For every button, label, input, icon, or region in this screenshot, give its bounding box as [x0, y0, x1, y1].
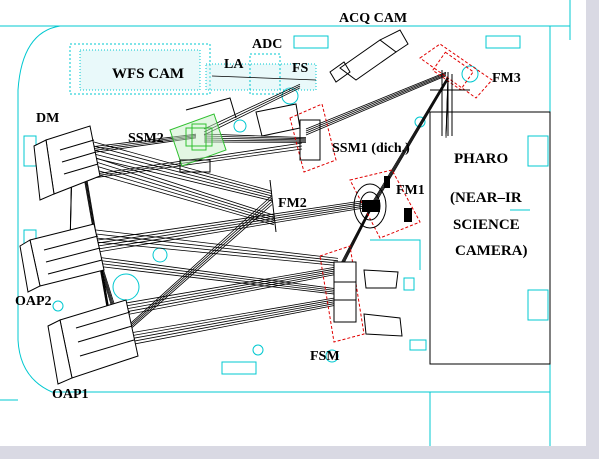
- beam-line: [93, 141, 273, 192]
- beam-line: [99, 263, 341, 294]
- beam-line: [119, 267, 341, 308]
- adc-label: ADC: [252, 37, 282, 52]
- beam-line: [93, 153, 273, 199]
- fsm-mount: [363, 269, 403, 337]
- beam-line: [203, 83, 301, 130]
- beam-line: [95, 157, 275, 216]
- fm3-label: FM3: [492, 71, 521, 86]
- beam-line: [305, 74, 447, 134]
- beam-line: [93, 148, 303, 179]
- beam-line: [95, 169, 275, 223]
- beam-line: [203, 85, 301, 133]
- beam-line: [123, 303, 345, 347]
- beam-line: [95, 165, 275, 221]
- la-label: LA: [224, 57, 244, 72]
- fm1-mirror: [349, 169, 421, 239]
- beam-line: [119, 269, 341, 311]
- oap1-label: OAP1: [52, 387, 89, 402]
- fm2-label: FM2: [278, 196, 307, 211]
- beam-line: [99, 260, 341, 292]
- beam-line: [123, 204, 273, 336]
- beam-line: [93, 145, 273, 194]
- beam-line: [339, 206, 373, 270]
- beam-line: [123, 299, 345, 341]
- bottom-margin: [0, 446, 599, 459]
- beam-line: [123, 296, 345, 335]
- fs-label: FS: [292, 61, 309, 76]
- fm3-mount: [430, 70, 470, 136]
- fm2-mirror: [269, 179, 277, 233]
- beam-line: [97, 205, 367, 250]
- beam-line: [123, 297, 345, 338]
- ssm2-mirror: [169, 113, 227, 167]
- dm-mirror: [33, 125, 101, 201]
- oap2-label: OAP2: [15, 294, 52, 309]
- ssm1-label: SSM1 (dich.): [332, 141, 410, 156]
- wfs-cam-label: WFS CAM: [112, 66, 184, 82]
- beam-line: [99, 257, 341, 290]
- acq-cam-label: ACQ CAM: [339, 11, 407, 26]
- beam-line: [119, 273, 341, 317]
- labels: ACQ CAM ADC WFS CAM LA FS FM3 DM SSM2 SS…: [15, 11, 528, 402]
- beam-line: [123, 201, 273, 334]
- beam-line: [93, 157, 273, 202]
- pharo-label: PHARO: [454, 151, 508, 167]
- beam-line: [97, 201, 367, 244]
- beam-line: [97, 207, 367, 253]
- beam-line: [203, 87, 301, 136]
- pharo-box: [429, 111, 551, 365]
- wfs-cam-assembly: [69, 43, 317, 95]
- beam-line: [305, 75, 447, 136]
- beam-line: [93, 145, 303, 177]
- beam-line: [339, 205, 373, 268]
- fsm-mirror: [319, 245, 365, 343]
- beam-line: [339, 204, 373, 266]
- beam-line: [95, 173, 275, 226]
- wfs-axis-line: [211, 75, 317, 81]
- beam-line: [93, 149, 273, 197]
- beam-line: [123, 195, 273, 330]
- beam-line: [97, 200, 367, 241]
- acq-cam-assembly: [329, 29, 409, 83]
- camera-label: CAMERA): [455, 243, 528, 259]
- science-label: SCIENCE: [453, 217, 520, 233]
- beam-line: [123, 301, 345, 344]
- ssm1-mount: [255, 103, 321, 161]
- fsm-label: FSM: [310, 349, 340, 364]
- ssm1-dichroic: [289, 103, 337, 173]
- beam-line: [305, 71, 447, 130]
- beam-line: [305, 73, 447, 132]
- oap1-mirror: [47, 299, 139, 385]
- beam-line: [97, 203, 367, 247]
- beam-line: [99, 266, 341, 296]
- beam-line: [339, 207, 373, 272]
- beam-line: [119, 266, 341, 305]
- right-margin: [586, 0, 599, 459]
- ssm2-mount: [179, 97, 237, 173]
- near-ir-label: (NEAR–IR: [450, 190, 522, 206]
- dm-label: DM: [36, 111, 59, 126]
- ssm2-label: SSM2: [128, 131, 164, 146]
- oap2-mirror: [19, 223, 105, 293]
- fm1-label: FM1: [396, 183, 425, 198]
- beam-line: [123, 198, 273, 332]
